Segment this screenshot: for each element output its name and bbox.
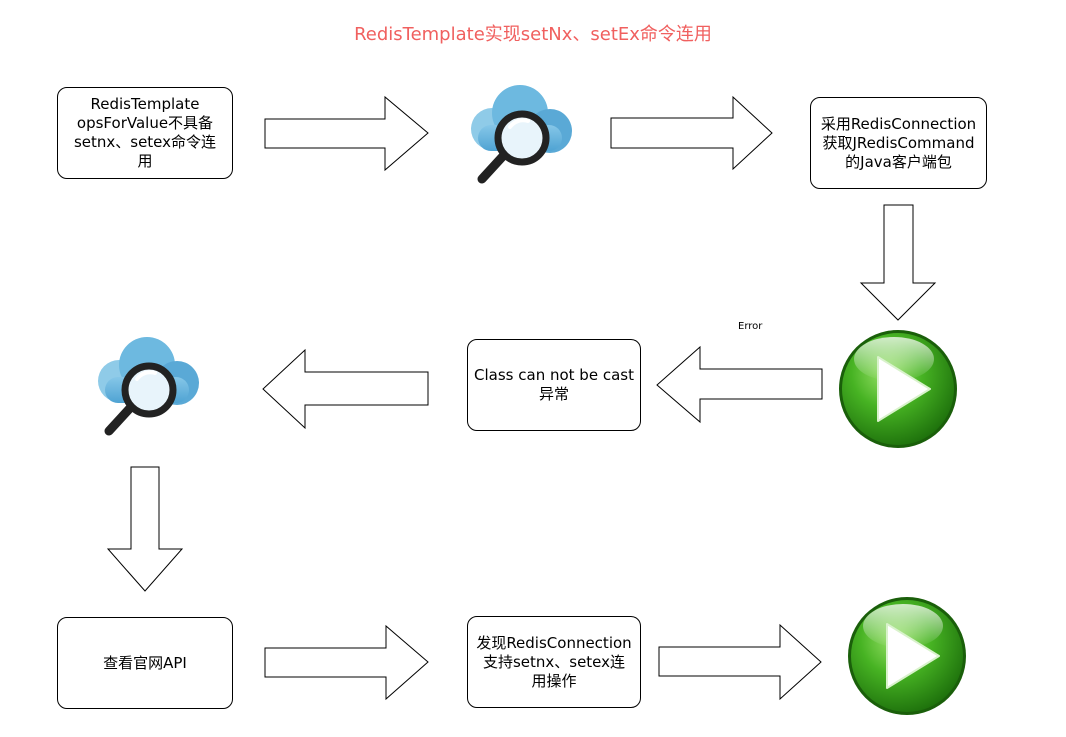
arrow-left [656,345,823,424]
node-ops-for-value[interactable]: RedisTemplate opsForValue不具备 setnx、setex… [57,87,233,179]
node-line: 获取JRedisCommand [822,133,975,152]
diagram-title: RedisTemplate实现setNx、setEx命令连用 [354,24,712,45]
node-official-api[interactable]: 查看官网API [57,617,233,709]
arrow-right [610,95,773,171]
arrow-right [264,624,429,701]
arrow-down [859,204,937,321]
arrow-right [658,623,822,701]
arrow-right [264,95,429,172]
play-icon [848,597,966,715]
node-line: 异常 [538,385,569,403]
node-line: Class can not be cast [474,366,634,384]
arrow-left [262,348,429,430]
node-line: 的Java客户端包 [845,152,952,171]
play-icon [839,330,957,448]
node-line: 查看官网API [103,653,187,672]
node-redis-connection[interactable]: 采用RedisConnection 获取JRedisCommand 的Java客… [810,97,987,189]
node-line: 用 [137,152,153,170]
node-line: setnx、setex命令连 [73,133,217,151]
cloud-search-icon [98,337,199,436]
node-line: opsForValue不具备 [76,114,214,132]
edge-label-error: Error [738,321,763,332]
cloud-search-icon [471,85,572,184]
node-found-connection[interactable]: 发现RedisConnection 支持setnx、setex连 用操作 [467,616,641,708]
arrow-down [106,466,184,592]
node-class-cast-exception[interactable]: Class can not be cast 异常 [467,339,641,431]
node-line: 采用RedisConnection [820,114,977,133]
node-line: 支持setnx、setex连 [482,652,626,671]
node-line: 用操作 [531,671,577,690]
node-line: RedisTemplate [90,95,200,113]
node-line: 发现RedisConnection [476,633,632,652]
